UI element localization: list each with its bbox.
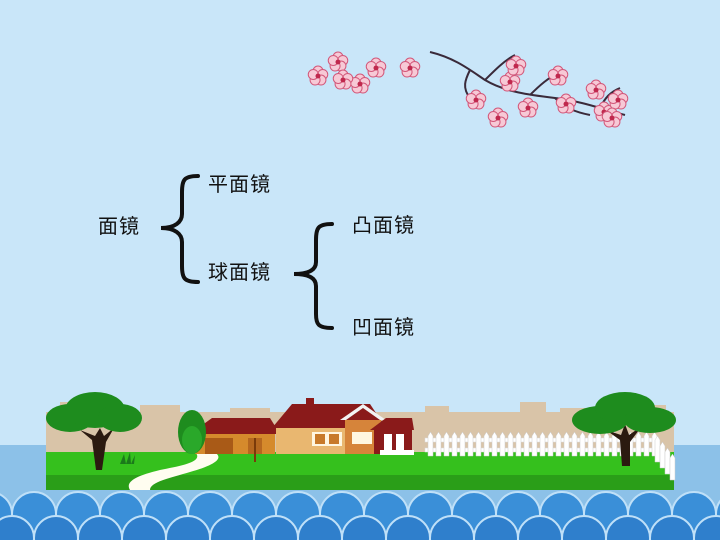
blossom-flower [487, 107, 509, 128]
grass-tuft [120, 452, 135, 464]
blossom-flower [332, 69, 354, 90]
garage [190, 418, 280, 462]
term-plane-mirror: 平面镜 [208, 172, 271, 196]
blossom-flower [465, 89, 487, 110]
blossom-flower [601, 107, 623, 128]
fence-post [571, 431, 578, 457]
blossom-flower [349, 73, 371, 94]
term-concave-mirror: 凹面镜 [352, 315, 415, 339]
fence-post [459, 431, 466, 457]
blossom-flowers [307, 51, 629, 128]
fence-post [443, 431, 450, 457]
fence-post [499, 431, 506, 457]
blossom-flower [607, 89, 629, 110]
term-convex-mirror: 凸面镜 [352, 213, 415, 237]
fence-post [507, 431, 514, 457]
fence-post [643, 431, 650, 457]
main-house [272, 398, 386, 454]
fence-post [451, 431, 458, 457]
fence-post [491, 431, 498, 457]
blossom-flower [517, 97, 539, 118]
fence-post [523, 431, 530, 457]
fence-post [547, 431, 554, 457]
fence-post [587, 431, 594, 457]
fence-post [563, 431, 570, 457]
bracket-sphere [293, 222, 334, 330]
fence-post [555, 431, 562, 457]
fence-post [475, 431, 482, 457]
garden-path [128, 452, 219, 490]
fence-post [603, 431, 610, 457]
blossom-flower [327, 51, 349, 72]
fence-post [531, 431, 538, 457]
blossom-flower [555, 93, 577, 114]
left-tree [46, 392, 142, 470]
island-edge [46, 475, 674, 490]
wave-circle [693, 515, 720, 540]
blossom-flower [585, 79, 607, 100]
fence-post [579, 431, 586, 457]
fence-post [435, 431, 442, 457]
water-waves [0, 491, 720, 540]
fence-post [483, 431, 490, 457]
blossom-flower [547, 65, 569, 86]
bracket-root [160, 174, 200, 284]
fence-post [664, 447, 671, 475]
small-bush [178, 410, 206, 454]
porch-house [370, 418, 414, 455]
fence-post [539, 431, 546, 457]
blossom-flower [365, 57, 387, 78]
fence-post [669, 453, 676, 481]
term-spherical-mirror: 球面镜 [208, 260, 271, 284]
fence-post [654, 435, 661, 463]
fence-post [427, 431, 434, 457]
blossom-flower [505, 55, 527, 76]
blossom-flower [307, 65, 329, 86]
right-tree [572, 392, 676, 466]
fence-post [595, 431, 602, 457]
fence-post [635, 431, 642, 457]
term-root: 面镜 [98, 214, 140, 238]
fence-post [467, 431, 474, 457]
fence-post [659, 441, 666, 469]
fence-posts [427, 431, 676, 481]
blossom-flower [399, 57, 421, 78]
fence-post [515, 431, 522, 457]
